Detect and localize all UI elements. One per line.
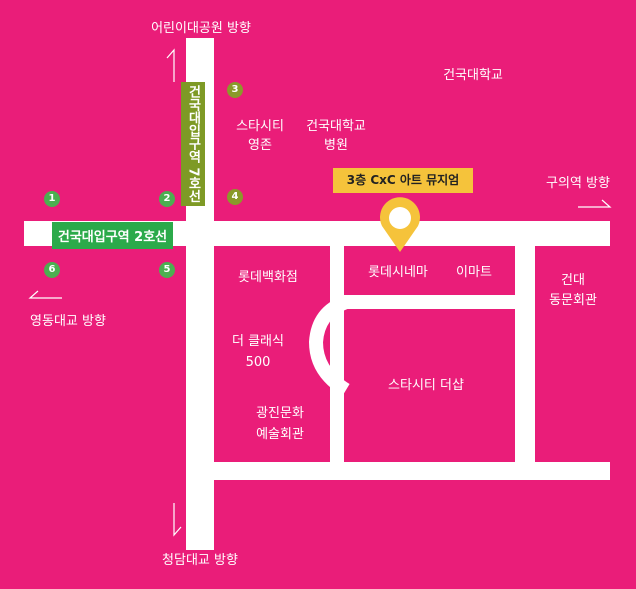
place-starcity-mall: 스타시티 더샵: [388, 378, 464, 393]
place-konkuk-alumni-line2: 동문회관: [549, 293, 597, 308]
station-line2: 건국대입구역 2호선: [52, 222, 173, 249]
place-gwangjin-hall-line2: 예술회관: [256, 427, 304, 442]
place-starcity-yeongjon-line1: 스타시티: [236, 119, 284, 134]
east-arrow-icon: [578, 199, 612, 208]
exit-badge-1: 1: [44, 191, 60, 207]
place-lotte-cinema: 롯데시네마: [368, 265, 428, 280]
place-konkuk-alumni-line1: 건대: [561, 273, 585, 288]
place-emart: 이마트: [456, 265, 492, 280]
exit-badge-6: 6: [44, 262, 60, 278]
place-classic500-line1: 더 클래식: [232, 334, 284, 349]
direction-west: 영동대교 방향: [30, 314, 106, 329]
north-arrow-icon: [166, 48, 175, 82]
direction-north: 어린이대공원 방향: [151, 21, 251, 36]
road-inner-horizontal: [330, 295, 520, 309]
museum-label: 3층 CxC 아트 뮤지엄: [333, 168, 473, 193]
south-arrow-icon: [173, 503, 182, 537]
place-classic500-line2: 500: [245, 355, 271, 370]
place-konkuk-hospital-line2: 병원: [324, 138, 348, 153]
direction-south: 청담대교 방향: [162, 553, 238, 568]
direction-east: 구의역 방향: [546, 176, 610, 191]
curved-road: [308, 295, 350, 397]
place-konkuk-hospital-line1: 건국대학교: [306, 119, 366, 134]
road-right-vertical: [515, 246, 535, 466]
place-gwangjin-hall-line1: 광진문화: [256, 406, 304, 421]
place-lotte-dept: 롯데백화점: [238, 270, 298, 285]
place-konkuk-univ: 건국대학교: [443, 68, 503, 83]
exit-badge-3: 3: [227, 82, 243, 98]
exit-badge-5: 5: [159, 262, 175, 278]
west-arrow-icon: [28, 290, 62, 299]
place-starcity-yeongjon-line2: 영존: [248, 138, 272, 153]
exit-badge-2: 2: [159, 191, 175, 207]
exit-badge-4: 4: [227, 189, 243, 205]
station-line7: 건국대입구역 7호선: [181, 82, 205, 206]
road-lower-horizontal: [186, 462, 610, 480]
location-pin-icon: [379, 197, 420, 252]
